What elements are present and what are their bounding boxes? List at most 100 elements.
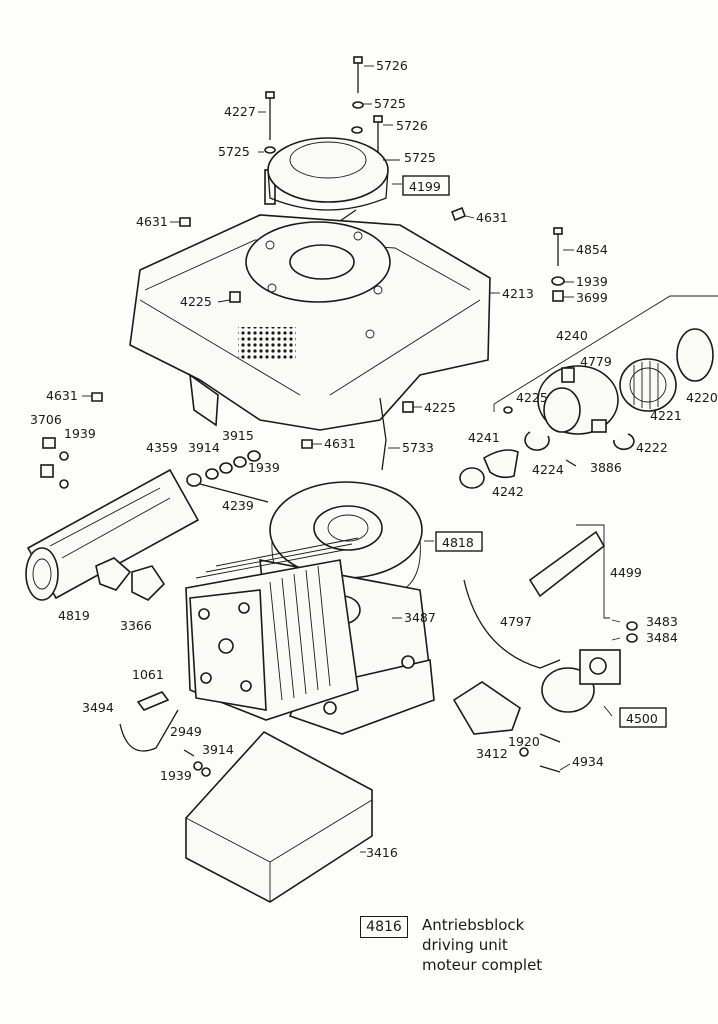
label-3487: 3487 <box>404 610 436 625</box>
label-5726: 5726 <box>396 118 428 133</box>
label-3366: 3366 <box>120 618 152 633</box>
screw-2949-icon <box>183 749 195 757</box>
label-1939: 1939 <box>248 460 280 475</box>
label-3416: 3416 <box>366 845 398 860</box>
label-3706: 3706 <box>30 412 62 427</box>
washer-1939-icon <box>551 276 565 286</box>
bolt-4239-icon <box>199 483 269 503</box>
hose-group <box>459 449 519 489</box>
washer-3914-icon <box>205 468 219 480</box>
label-box-4199 <box>402 175 450 196</box>
label-4854: 4854 <box>576 242 608 257</box>
label-3914: 3914 <box>188 440 220 455</box>
nut-3699-icon <box>552 290 564 302</box>
washer-5725-icon <box>264 146 276 154</box>
washer-1939-icon <box>193 761 203 771</box>
label-4225: 4225 <box>180 294 212 309</box>
label-4818: 4818 <box>442 535 474 550</box>
part-labels: 5726 5725 4227 5726 5725 5725 4199 4631 … <box>30 58 718 860</box>
hose-4241-icon <box>482 449 519 479</box>
label-4934: 4934 <box>572 754 604 769</box>
label-3914: 3914 <box>202 742 234 757</box>
air-grille-icon <box>238 327 296 359</box>
bolt-head-4227-icon <box>265 91 275 99</box>
label-4220: 4220 <box>686 390 718 405</box>
label-4242: 4242 <box>492 484 524 499</box>
label-4241: 4241 <box>468 430 500 445</box>
label-4227: 4227 <box>224 104 256 119</box>
screws-4631 <box>91 206 467 449</box>
label-4224: 4224 <box>532 462 564 477</box>
label-4222: 4222 <box>636 440 668 455</box>
washer-1939-icon <box>247 450 261 462</box>
nut-3706-icon <box>42 437 56 449</box>
label-4199: 4199 <box>409 179 441 194</box>
blower-housing-4213 <box>129 214 491 431</box>
screw-3886-icon <box>565 459 577 467</box>
label-1939: 1939 <box>160 768 192 783</box>
spark-plug-icon <box>136 691 170 711</box>
label-3699: 3699 <box>576 290 608 305</box>
rod-5733-icon <box>379 397 387 471</box>
washer-3914-icon <box>201 767 211 777</box>
label-3483: 3483 <box>646 614 678 629</box>
air-filter-body-4779-icon <box>537 365 619 435</box>
label-4221: 4221 <box>650 408 682 423</box>
legend-title-de: Antriebsblock <box>422 916 525 934</box>
nut-4225-icon <box>229 291 241 303</box>
leader-lines <box>82 65 621 853</box>
bolt-head-5726-icon <box>373 115 383 123</box>
screw-4631-icon <box>301 439 313 449</box>
bolt-icon <box>539 733 561 743</box>
label-4779: 4779 <box>580 354 612 369</box>
legend-title-en: driving unit <box>422 936 508 954</box>
label-3412: 3412 <box>476 746 508 761</box>
label-5725: 5725 <box>218 144 250 159</box>
cable-4797-icon <box>463 579 561 669</box>
label-4239: 4239 <box>222 498 254 513</box>
washer-icon <box>351 126 363 134</box>
label-4631: 4631 <box>136 214 168 229</box>
cylinder-head <box>185 537 359 721</box>
label-5725: 5725 <box>404 150 436 165</box>
label-4631: 4631 <box>46 388 78 403</box>
cover-3416 <box>185 730 373 903</box>
label-2949: 2949 <box>170 724 202 739</box>
washer-1939-icon <box>59 479 69 489</box>
label-4819: 4819 <box>58 608 90 623</box>
nut-4225-icon <box>503 406 513 414</box>
label-4225: 4225 <box>424 400 456 415</box>
label-box-4818 <box>435 531 483 552</box>
label-4359: 4359 <box>146 440 178 455</box>
bolt-head-5726-icon <box>353 56 363 64</box>
clip-4222-icon <box>613 433 635 451</box>
label-5733: 5733 <box>402 440 434 455</box>
muffler-4819 <box>25 468 200 601</box>
label-3484: 3484 <box>646 630 678 645</box>
screw-4631-icon <box>91 392 103 402</box>
flywheel-fan-4818 <box>269 481 423 599</box>
label-1939: 1939 <box>576 274 608 289</box>
clamp-4224-icon <box>524 431 550 451</box>
label-1061: 1061 <box>132 667 164 682</box>
bracket-4499-icon <box>528 530 606 598</box>
washer-1920-icon <box>519 747 529 757</box>
label-4500: 4500 <box>626 711 658 726</box>
mounting-tab-icon <box>189 373 219 427</box>
label-4225: 4225 <box>516 390 548 405</box>
screw-4631-icon <box>179 217 191 227</box>
label-4631: 4631 <box>324 436 356 451</box>
screw-4631-icon <box>450 206 467 222</box>
filter-cover-4220-icon <box>676 328 714 382</box>
washer-1939-icon <box>59 451 69 461</box>
label-3494: 3494 <box>82 700 114 715</box>
ring-4242-icon <box>459 467 485 489</box>
label-4797: 4797 <box>500 614 532 629</box>
label-1939: 1939 <box>64 426 96 441</box>
ignition-lead-3494-icon <box>119 709 179 752</box>
label-1920: 1920 <box>508 734 540 749</box>
stud-4854-group <box>551 227 565 302</box>
label-5725: 5725 <box>374 96 406 111</box>
heat-shield-4359 <box>186 450 269 503</box>
bolt-4934-icon <box>539 765 561 773</box>
